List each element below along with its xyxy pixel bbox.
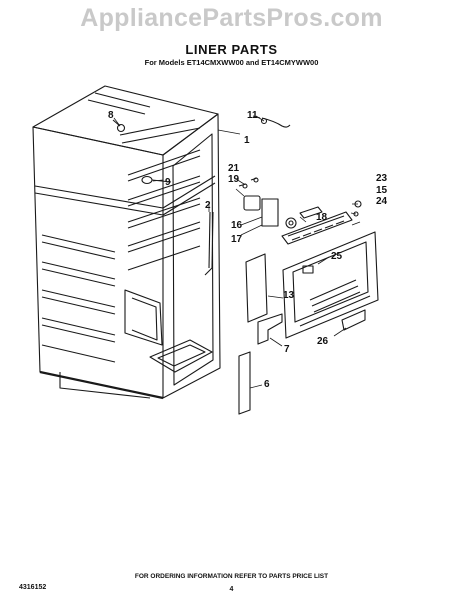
part-7-clip [257, 313, 283, 345]
callout-17: 17 [231, 234, 243, 245]
callout-16: 16 [231, 220, 243, 231]
liner-cabinet [32, 85, 221, 400]
watermark: AppliancePartsPros.com [80, 4, 383, 32]
part-26-bracket [341, 309, 366, 331]
part-9-clip [141, 175, 172, 185]
callout-2: 2 [205, 200, 211, 211]
callout-19: 19 [228, 174, 240, 185]
callout-23: 23 [376, 173, 388, 184]
callout-26: 26 [317, 336, 329, 347]
part-6-strip [238, 351, 251, 415]
part-13-panel [245, 253, 268, 323]
callout-11: 11 [247, 110, 258, 121]
leader-lines [113, 115, 361, 389]
callout-15: 15 [376, 185, 388, 196]
callout-18: 18 [316, 212, 328, 223]
part-11-wire [252, 115, 291, 128]
callout-25: 25 [331, 251, 343, 262]
part-2-strip [204, 211, 214, 276]
document-number: 4316152 [19, 584, 47, 591]
page-number: 4 [229, 586, 234, 593]
control-assembly [238, 177, 362, 245]
part-24-cover-plate [282, 231, 379, 339]
callout-21: 21 [228, 163, 240, 174]
callout-9: 9 [165, 177, 171, 188]
callout-6: 6 [264, 379, 270, 390]
callout-1: 1 [244, 135, 250, 146]
diagram-subtitle: For Models ET14CMXWW00 and ET14CMYWW00 [144, 58, 319, 67]
ordering-note: FOR ORDERING INFORMATION REFER TO PARTS … [134, 573, 329, 580]
callout-8: 8 [108, 110, 114, 121]
part-8-screw [112, 119, 126, 133]
callout-24: 24 [376, 196, 388, 207]
callout-7: 7 [284, 344, 290, 355]
callout-13: 13 [283, 290, 295, 301]
diagram-title: LINER PARTS [185, 42, 278, 57]
